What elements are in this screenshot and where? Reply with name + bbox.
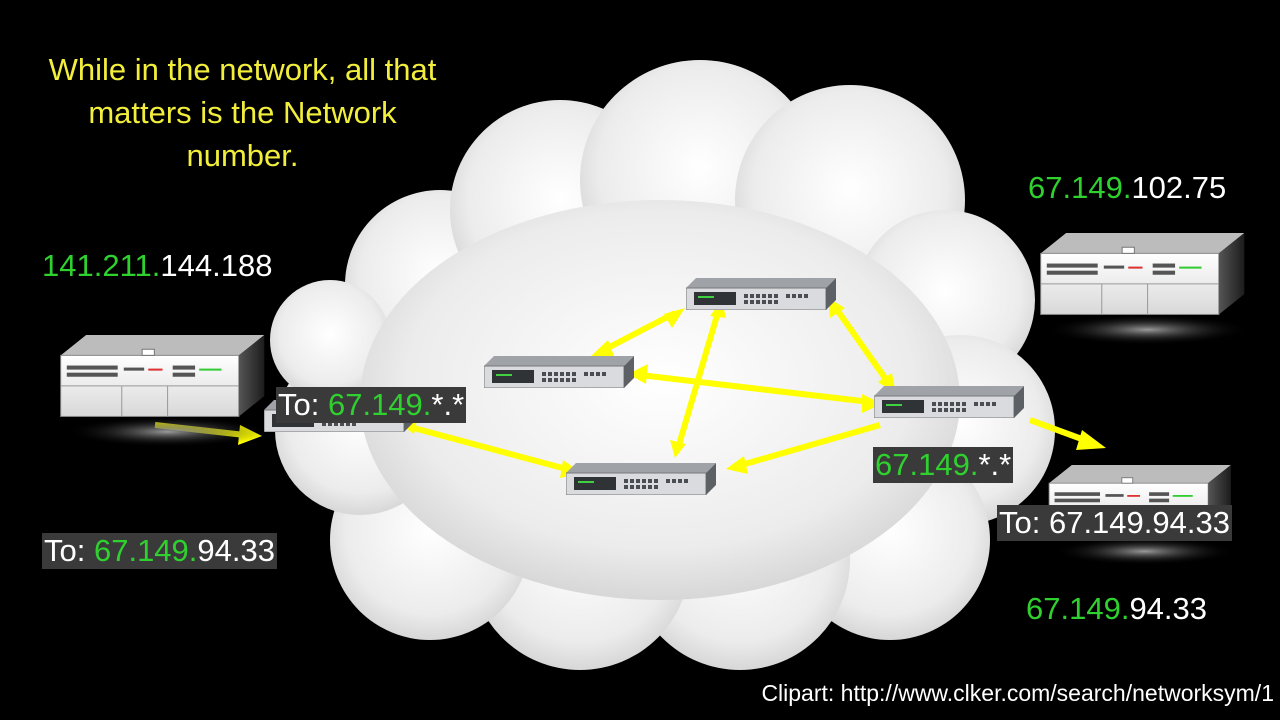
caption: While in the network, all that matters i…: [48, 52, 437, 173]
packet-to-left: To: 67.149.94.33: [42, 533, 277, 569]
dest-server-address: 67.149.102.75: [1028, 170, 1227, 205]
packet-to-right: To: 67.149.94.33: [997, 505, 1232, 541]
packet-in-cloud: To: 67.149.*.*: [276, 387, 467, 423]
credit: Clipart: http://www.clker.com/search/net…: [761, 680, 1274, 706]
source-address: 141.211.144.188: [42, 248, 273, 283]
server-icon: [60, 335, 265, 447]
server-icon: [1040, 233, 1245, 345]
router-icon: [874, 386, 1024, 418]
router-icon: [686, 278, 836, 310]
router-icon: [484, 356, 634, 388]
router-icon: [566, 463, 716, 495]
arrow-icon: [1076, 430, 1106, 450]
route-label: 67.149.*.*: [873, 447, 1014, 483]
dest-address: 67.149.94.33: [1026, 591, 1208, 626]
